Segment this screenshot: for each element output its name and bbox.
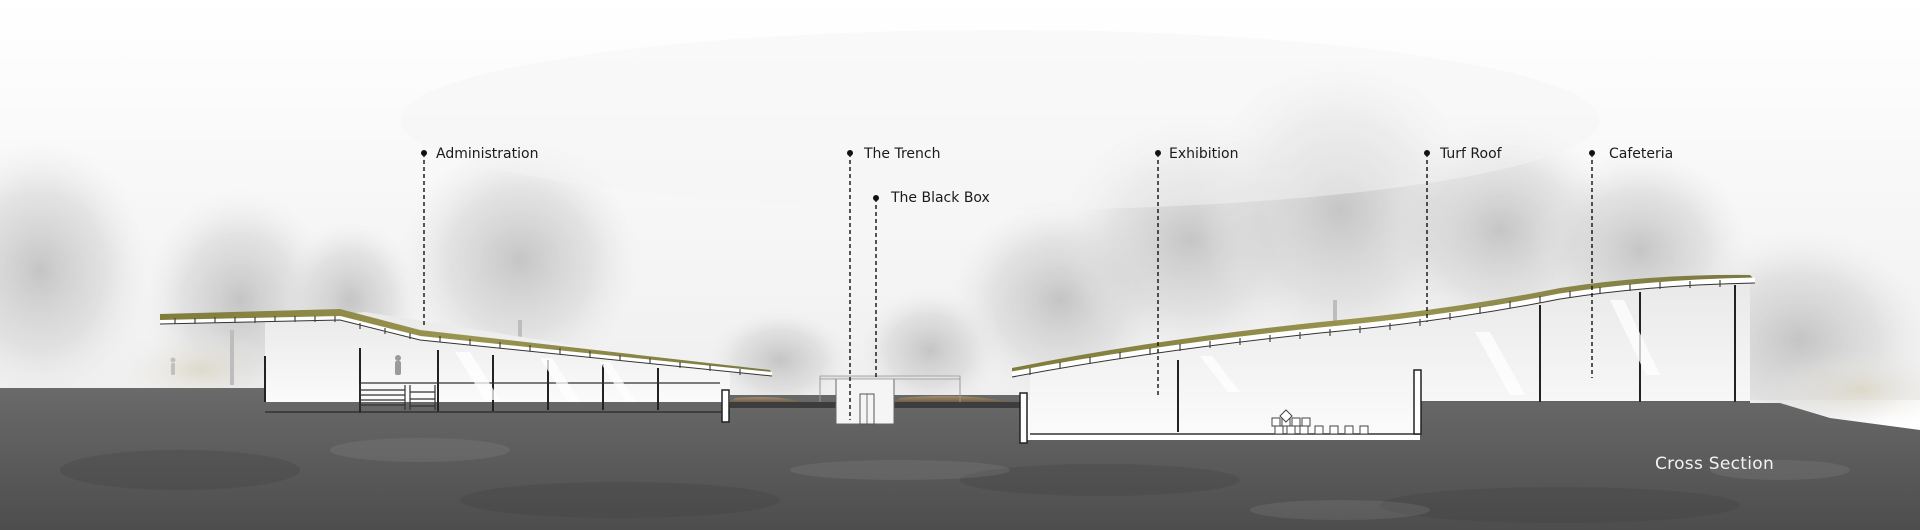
exhibition-roof-slab [1011,277,1756,377]
exhibition-interior [1030,282,1750,434]
admin-stair [359,385,436,410]
black-box [835,377,895,425]
admin-person [395,355,401,375]
exhibition-light-rays [1200,300,1660,395]
label-cafeteria: Cafeteria [1609,146,1674,162]
admin-roof-slab [159,315,773,376]
label-the-black-box: The Black Box [891,190,990,206]
outside-person [170,357,176,375]
trench-wall-right [1019,392,1028,444]
leader-dots [421,150,1595,201]
admin-retaining-wall [721,389,730,423]
admin-light-rays [455,352,636,402]
exhibition-displays [1271,409,1369,435]
administration-building [159,309,773,423]
ground [0,388,1920,530]
ground-highlights [330,438,1850,520]
trench-sand-right [895,395,1010,402]
ground-texture [60,450,1740,523]
drawing-caption: Cross Section [1655,454,1775,474]
label-turf-roof: Turf Roof [1440,146,1502,162]
trench-sand-left [730,397,800,402]
black-box-canopy [819,375,961,380]
exhibition-roof-ribs [1029,280,1721,375]
label-administration: Administration [436,146,539,162]
exhibition-core-wall [1413,369,1422,435]
label-exhibition: Exhibition [1169,146,1239,162]
trench [730,375,1028,444]
exhibition-building [1011,274,1756,435]
label-the-trench: The Trench [864,146,941,162]
admin-roof-ribs [174,316,741,375]
leader-lines [423,153,1593,420]
